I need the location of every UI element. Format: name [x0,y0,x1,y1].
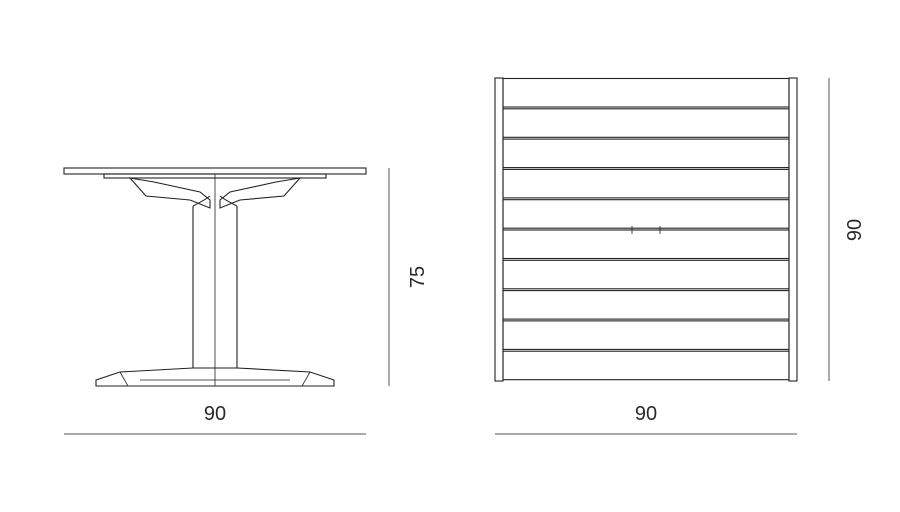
post-upper-curve-right [219,195,238,207]
base-foot-line-right [301,371,311,387]
top-width-label: 90 [635,403,657,425]
base-foot-line [119,371,129,387]
slat [502,168,790,199]
slats-group [502,77,790,381]
base-foot [95,367,335,387]
left-bracket [128,177,211,209]
slat [502,138,790,169]
slat [502,77,790,108]
slat [502,350,790,381]
slat [502,320,790,350]
side-height-label: 75 [407,266,429,288]
side-width-dimension: 90 [64,403,366,435]
right-bracket [219,177,302,209]
slat [502,108,790,138]
top-depth-label: 90 [844,219,866,241]
top-view [494,77,798,382]
right-frame-rail [788,77,798,382]
left-frame-rail [494,77,504,382]
side-height-dimension: 75 [388,168,429,386]
top-width-dimension: 90 [495,403,797,435]
slat [502,229,790,260]
top-depth-dimension: 90 [828,78,866,381]
slat [502,259,790,290]
slat [502,199,790,229]
side-width-label: 90 [204,403,226,425]
side-view [63,167,367,387]
table-top [63,167,367,175]
slat [502,290,790,320]
post-upper-curve-left [192,195,211,207]
